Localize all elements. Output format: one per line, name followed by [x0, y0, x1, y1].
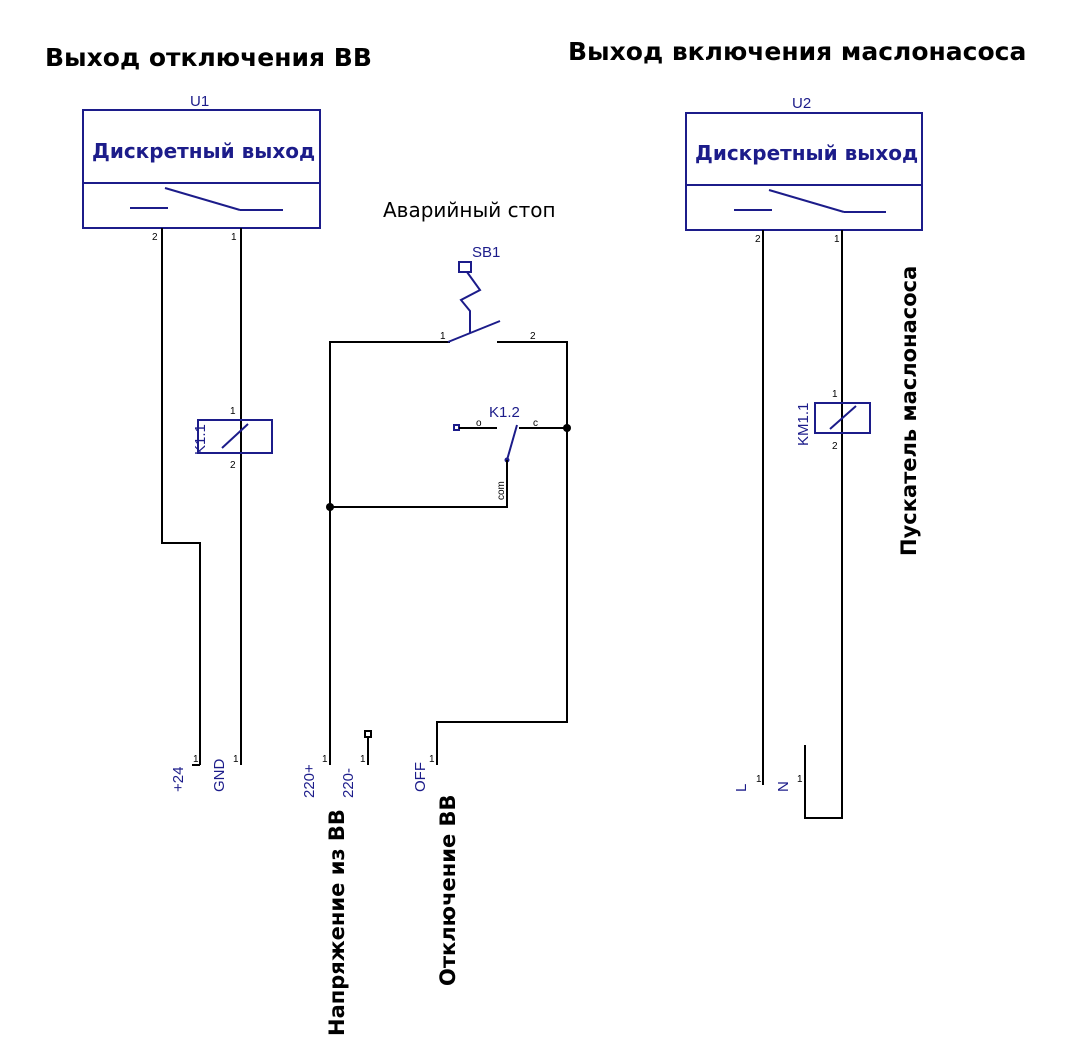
pin: 1	[797, 774, 803, 785]
k12-c: c	[533, 418, 538, 429]
block-u2: U2 Дискретный выход 2 1	[685, 95, 923, 245]
pin: 1	[360, 754, 366, 765]
u2-pin1: 1	[834, 234, 840, 245]
u1-pin1: 1	[231, 232, 237, 243]
junction	[563, 424, 571, 432]
wire-n	[804, 230, 843, 819]
sb1-pin2: 2	[530, 331, 536, 342]
wire-com	[330, 460, 508, 508]
u2-pin2: 2	[755, 234, 761, 245]
title-left: Выход отключения ВВ	[45, 43, 372, 72]
title-estop: Аварийный стоп	[383, 198, 556, 222]
k11-ref: K1.1	[192, 424, 209, 455]
terminal-n: N	[775, 781, 792, 792]
k12-contact-icon: K1.2 o c com	[453, 404, 567, 500]
terminals: 1 +24 1 GND 1 220+ 1 220- 1 OFF 1 L 1 N	[170, 754, 803, 798]
pin: 1	[756, 774, 762, 785]
k12-ref: K1.2	[489, 404, 520, 421]
wire-off	[436, 341, 568, 765]
k11-pin1: 1	[230, 406, 236, 417]
terminal-220plus: 220+	[301, 764, 318, 798]
wire-220plus	[329, 341, 450, 765]
title-right: Выход включения маслонасоса	[568, 37, 1026, 66]
km11-coil-icon: 1 2 KM1.1	[795, 389, 871, 452]
k12-com: com	[496, 481, 507, 500]
km11-pin1: 1	[832, 389, 838, 400]
u1-switch-icon	[130, 187, 283, 211]
pin: 1	[429, 754, 435, 765]
u1-pin2: 2	[152, 232, 158, 243]
pin: 1	[193, 754, 199, 765]
u2-ref: U2	[792, 95, 811, 112]
k11-coil-icon: 1 2 K1.1	[192, 406, 273, 471]
junction	[326, 503, 334, 511]
sb1-ref: SB1	[472, 244, 500, 261]
u1-label: Дискретный выход	[92, 139, 315, 163]
pin: 1	[322, 754, 328, 765]
km11-pin2: 2	[832, 441, 838, 452]
k12-o: o	[476, 418, 482, 429]
u1-ref: U1	[190, 93, 209, 110]
block-u1: U1 Дискретный выход 2 1	[82, 93, 321, 243]
label-trip: Отключение ВВ	[436, 794, 460, 986]
label-starter: Пускатель маслонасоса	[897, 266, 921, 556]
pin: 1	[233, 754, 239, 765]
u2-switch-icon	[734, 189, 886, 213]
label-voltage: Напряжение из ВВ	[325, 809, 349, 1036]
terminal-off: OFF	[412, 762, 429, 792]
km11-ref: KM1.1	[795, 403, 812, 446]
k11-pin2: 2	[230, 460, 236, 471]
terminal-24v: +24	[170, 767, 187, 792]
terminal-gnd: GND	[211, 759, 228, 793]
wire-24v	[161, 228, 201, 765]
sb1-pin1: 1	[440, 331, 446, 342]
sb1-button-icon: SB1 1 2	[440, 244, 536, 343]
u2-label: Дискретный выход	[695, 141, 918, 165]
terminal-l: L	[733, 784, 750, 792]
terminal-220minus: 220-	[340, 768, 357, 798]
